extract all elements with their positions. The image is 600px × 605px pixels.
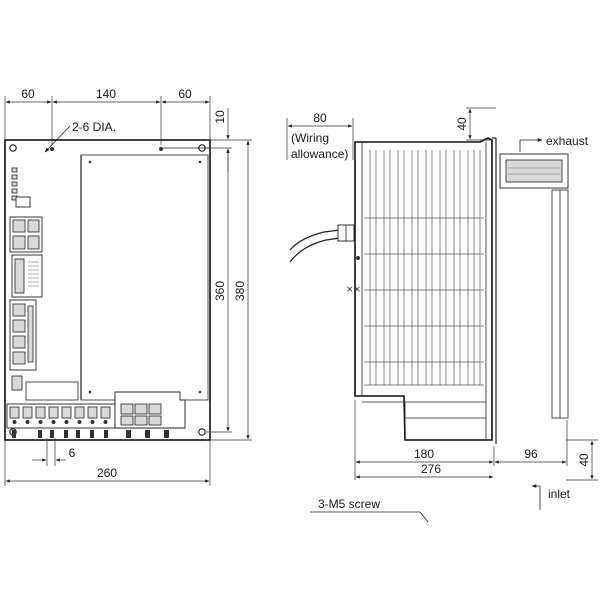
- dim-outer-height: 380: [233, 281, 247, 301]
- wiring-note-line2: allowance): [291, 147, 348, 161]
- dim-terminal-pitch: 6: [69, 446, 76, 460]
- exhaust-arrow-icon: [519, 138, 543, 152]
- dim-top-margin: 10: [213, 110, 227, 124]
- inlet-label: inlet: [548, 487, 571, 501]
- mounting-hole-icon: [9, 144, 17, 152]
- dim-bottom-width: 260: [97, 466, 117, 480]
- dim-depth-front: 180: [414, 447, 434, 461]
- terminal-block: [6, 403, 116, 429]
- cooling-fan: [499, 153, 569, 189]
- side-view: ⨯⨯ exhaust 40 80 (: [286, 107, 598, 523]
- hole-center-icon: [50, 147, 54, 151]
- side-housing: [354, 137, 493, 441]
- status-led-column: [11, 167, 18, 201]
- cover-screw-icon: [88, 390, 92, 394]
- top-connector: [15, 196, 31, 208]
- dim-depth-total: 276: [421, 462, 441, 476]
- dim-wiring-allowance: 80: [313, 111, 327, 125]
- heatsink-fins: [364, 150, 484, 386]
- exhaust-label: exhaust: [546, 134, 589, 148]
- cover-screw-icon: [198, 160, 202, 164]
- mounting-hole-icon: [198, 428, 206, 436]
- small-connector: [11, 375, 23, 391]
- front-view: 2-6 DIA. 60 140 60 10 360 380 6 26: [4, 87, 252, 486]
- dim-top-middle: 140: [96, 87, 116, 101]
- fin-marker-icon: ⨯⨯: [346, 284, 361, 294]
- cover-screw-icon: [88, 160, 92, 164]
- dim-inlet-clearance: 40: [577, 453, 591, 467]
- hole-center-icon: [159, 147, 163, 151]
- side-screw-icon: [356, 256, 360, 260]
- hole-callout: 2-6 DIA.: [72, 120, 116, 134]
- dim-inner-height: 360: [213, 281, 227, 301]
- label-plate: [25, 381, 79, 401]
- terminal-screw-row: [12, 430, 108, 438]
- dim-top-right: 60: [178, 87, 192, 101]
- wiring-note-line1: (Wiring: [291, 131, 329, 145]
- control-connector-block: [9, 216, 43, 253]
- hole-callout-leader: [44, 125, 71, 153]
- io-connector-stack: [9, 299, 37, 371]
- main-terminal-block: [114, 391, 186, 438]
- front-housing: [4, 139, 211, 441]
- dim-fan-clearance: 40: [455, 117, 469, 131]
- side-base-profile: [404, 402, 486, 419]
- screw-callout-leader: [419, 511, 429, 523]
- dim-depth-rear: 96: [524, 447, 538, 461]
- front-cover-plate: [80, 154, 209, 401]
- screw-callout: 3-M5 screw: [318, 497, 380, 511]
- cover-screw-icon: [198, 390, 202, 394]
- inlet-arrow-icon: [531, 484, 541, 510]
- wiring-cable: [289, 224, 355, 263]
- power-connector-block: [11, 254, 43, 298]
- dim-top-left: 60: [21, 87, 35, 101]
